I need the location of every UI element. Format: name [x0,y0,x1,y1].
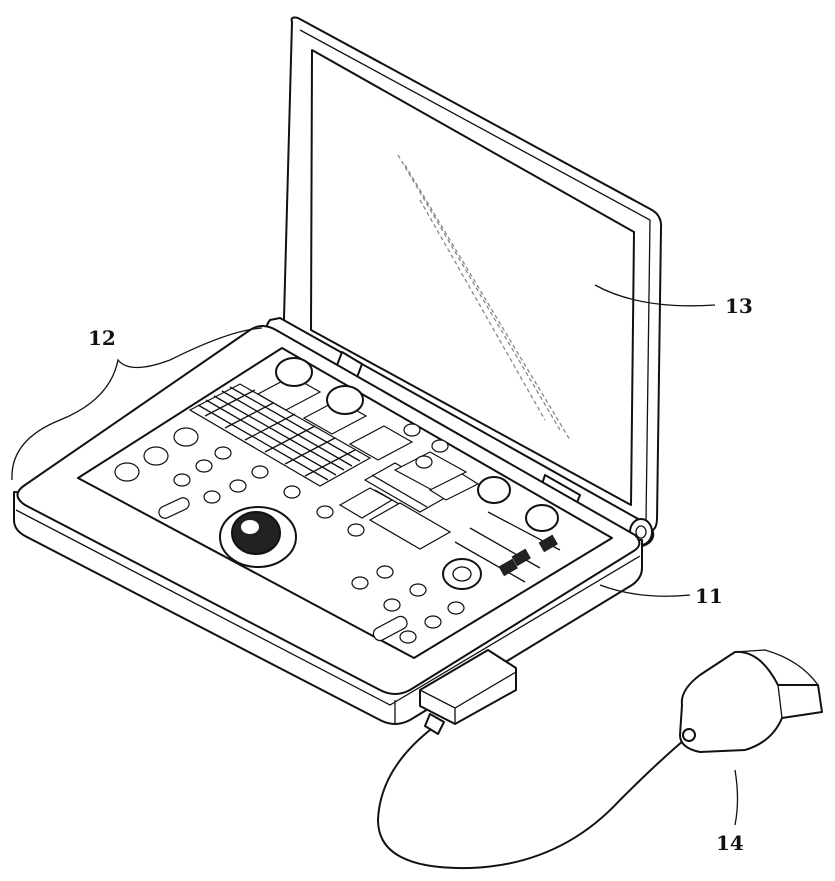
probe-cable [378,730,690,868]
label-probe: 14 [716,831,744,855]
label-control-panel: 12 [88,326,116,350]
label-display: 13 [725,294,753,318]
probe-assembly [378,650,822,868]
label-base: 11 [695,584,723,608]
trackball [220,507,296,567]
